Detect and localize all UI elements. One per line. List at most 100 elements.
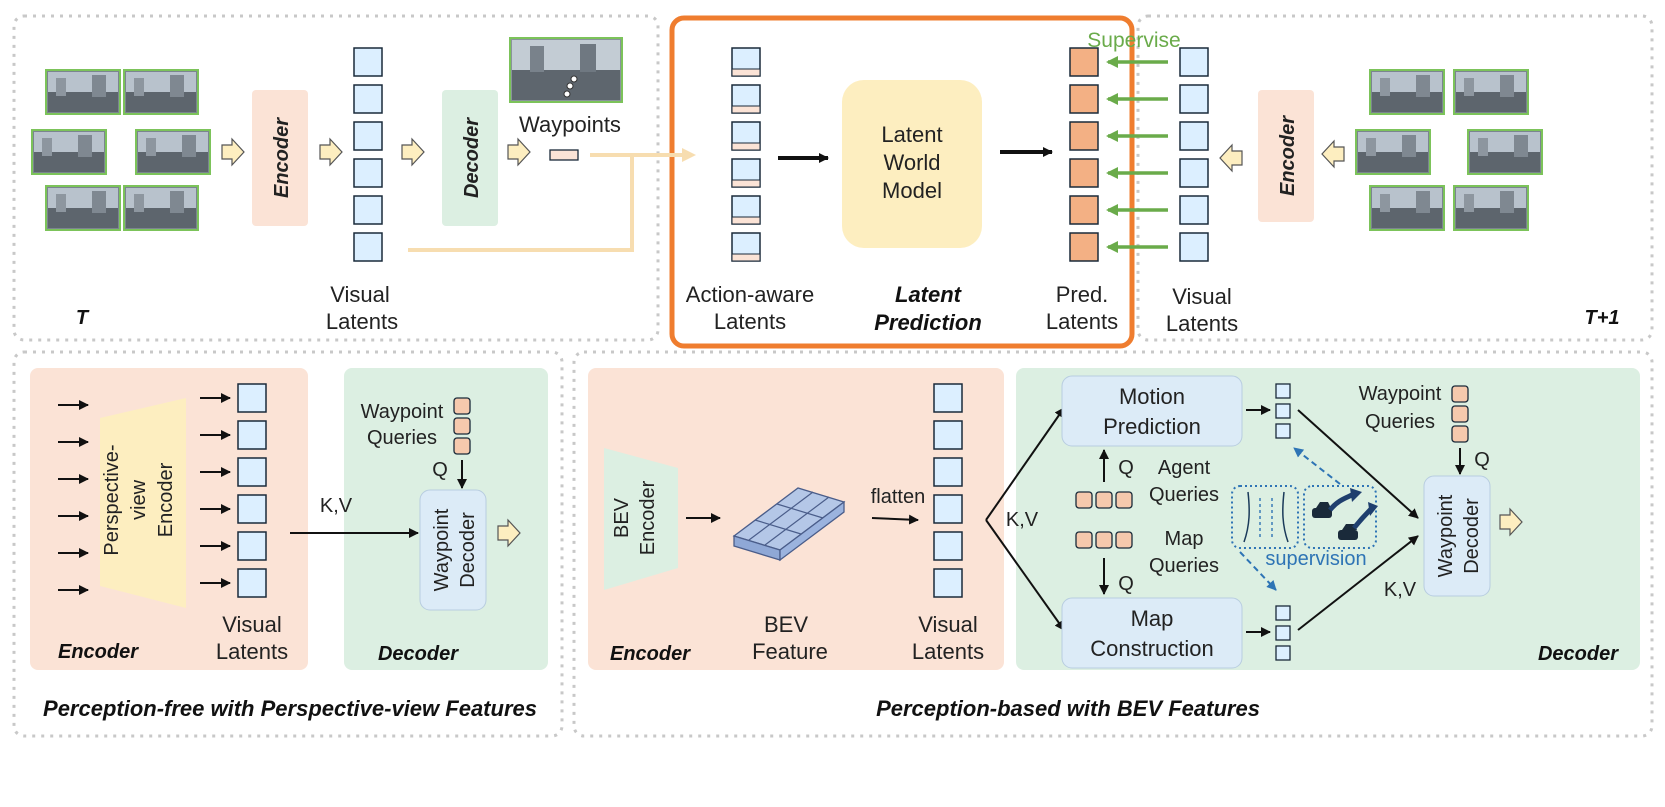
kv-to-map-arrow [985,519,1065,631]
motion-to-decoder-arrow [1297,409,1419,519]
encoder-t1-out-arrow-icon [1219,144,1243,172]
input-t1-arrow-icon [1321,140,1345,168]
decoder-label: Decoder [461,117,483,198]
encoder-out-arrow-icon [319,138,343,166]
agent-queries [1075,491,1133,509]
motion-line2: Prediction [1103,414,1201,439]
br-waypoint-decoder-block [1423,475,1491,597]
visual-latents-t1-line1: Visual [1172,284,1232,309]
time-t1-label: T+1 [1584,307,1619,329]
camera-images-t [31,69,211,231]
latent-world-model-block [842,80,982,248]
world-model-line2: World [883,150,940,175]
br-encoder-label: Encoder [610,643,691,665]
pv-encoder-line3: Encoder [155,462,177,537]
pv-encoder-line2: view [128,479,150,520]
time-t-label: T [76,307,90,329]
pred-latents-label-line2: Latents [1046,309,1118,334]
bl-decoder-label: Decoder [378,643,459,665]
map-queries-line2: Queries [1149,555,1219,577]
bev-encoder-block [604,448,678,590]
encoder-t1-block [1258,90,1314,222]
visual-latents-t1-line2: Latents [1166,311,1238,336]
bl-q-label: Q [432,459,448,481]
br-visual-latents-line2: Latents [912,639,984,664]
bl-visual-latents-column [237,383,267,598]
bl-queries-line1: Waypoint [361,401,444,423]
bottom-right-panel-border [572,350,1654,738]
bl-decoder-line2: Decoder [457,512,479,588]
bev-feature-grid [732,487,846,562]
map-output-tokens [1275,605,1291,661]
waypoint-token [549,149,579,161]
pv-encoder-line1: Perspective- [101,444,123,555]
latent-prediction-label-line2: Prediction [874,310,982,335]
world-model-line3: Model [882,178,942,203]
visual-latents-label-line1: Visual [330,282,390,307]
pred-latents-label-line1: Pred. [1056,282,1109,307]
bl-waypoint-queries [453,397,471,455]
supervision-label: supervision [1265,548,1366,570]
map-line2: Construction [1090,636,1214,661]
lane-lines-icon [1243,491,1289,543]
br-waypoint-queries [1451,385,1469,443]
map-q-label: Q [1118,573,1134,595]
br-q-label: Q [1474,449,1490,471]
flatten-label: flatten [871,486,925,508]
input-arrow-icon [221,138,245,166]
map-construction-block [1061,597,1243,669]
br-visual-latents-line1: Visual [918,612,978,637]
bl-input-arrows [58,400,89,595]
latents-to-decoder-arrow-icon [401,138,425,166]
encoder-block [252,90,308,226]
waypoints-label: Waypoints [519,112,621,137]
bl-waypoint-decoder-block [419,489,487,611]
bl-kv-label: K,V [320,495,353,517]
map-queries-line1: Map [1165,528,1204,550]
merge-arrowhead-icon [682,148,696,162]
agent-queries-line1: Agent [1158,457,1211,479]
visual-latents-column [353,47,383,262]
action-aware-label-line2: Latents [714,309,786,334]
bev-encoder-line2: Encoder [637,480,659,555]
motion-line1: Motion [1119,384,1185,409]
supervise-arrows [1106,56,1168,253]
trajectory-head-icon-2 [1368,502,1378,516]
supervision-to-map-arrow [1239,551,1277,591]
br-decoder-line1: Waypoint [1435,494,1457,577]
decoder-block [442,90,498,226]
bl-visual-latents-line2: Latents [216,639,288,664]
bl-caption: Perception-free with Perspective-view Fe… [43,696,537,721]
waypoint-image [509,37,623,103]
camera-images-t1 [1355,69,1543,231]
agent-q-label: Q [1118,457,1134,479]
map-queries [1075,531,1133,549]
map-line1: Map [1131,606,1174,631]
car-icon [1312,502,1358,540]
br-kv-left-label: K,V [1006,509,1039,531]
br-caption: Perception-based with BEV Features [876,696,1260,721]
br-kv-right-label: K,V [1384,579,1417,601]
bev-encoder-line1: BEV [611,497,633,538]
br-queries-line1: Waypoint [1359,383,1442,405]
map-supervision-box [1231,485,1299,549]
bl-decoder-line1: Waypoint [431,508,453,591]
br-queries-line2: Queries [1365,411,1435,433]
encoder-t1-label: Encoder [1277,115,1299,196]
motion-output-tokens [1275,383,1291,439]
bottom-left-panel-border [12,350,564,738]
top-left-panel-border [12,14,660,342]
br-visual-latents-column [933,383,963,598]
latent-prediction-highlight [669,15,1135,349]
action-aware-latents-column [731,47,761,262]
visual-latents-t1-column [1179,47,1209,262]
bl-visual-latents-line1: Visual [222,612,282,637]
bl-queries-line2: Queries [367,427,437,449]
br-decoder-line2: Decoder [1461,498,1483,574]
world-model-line1: Latent [881,122,942,147]
latent-flow-line [408,155,634,252]
decoder-out-arrow-icon [507,138,531,166]
encoder-label: Encoder [271,117,293,198]
